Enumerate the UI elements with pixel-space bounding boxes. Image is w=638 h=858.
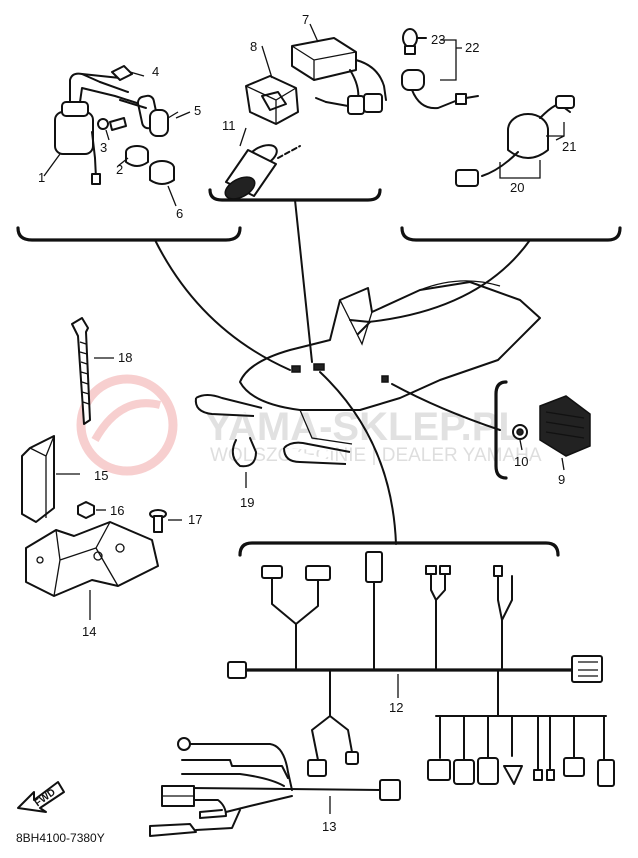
ignition-coil-group [43,65,179,207]
callout-1: 1 [38,170,45,185]
callout-14: 14 [82,624,96,639]
leader-curve-bottom [319,371,397,545]
callout-4: 4 [152,64,159,79]
callout-17: 17 [188,512,202,527]
callout-19: 19 [240,495,254,510]
leader-curve-middle [294,199,313,363]
callout-18: 18 [118,350,132,365]
harness-bracket [238,541,560,557]
regulator-bracket [494,380,508,480]
callout-3: 3 [100,140,107,155]
leader-curve-regulator [391,383,501,431]
callout-10: 10 [514,454,528,469]
cover-15 [21,435,80,523]
snowmobile-outline [194,280,541,465]
diagram-code: 8BH4100-7380Y [16,831,105,845]
group-bracket-right [400,226,622,242]
watermark-subline: WOLSZCZECINIE | DEALER YAMAHA [210,445,542,466]
callout-7: 7 [302,12,309,27]
callout-6: 6 [176,206,183,221]
mount-bracket [25,521,159,620]
callout-20: 20 [510,180,524,195]
regulator-group [512,395,591,471]
callout-2: 2 [116,162,123,177]
callout-21: 21 [562,139,576,154]
callout-15: 15 [94,468,108,483]
cable-tie [71,317,114,425]
callout-22: 22 [465,40,479,55]
callout-5: 5 [194,103,201,118]
cdi-group [224,23,387,200]
callout-8: 8 [250,39,257,54]
sub-harness [149,737,401,837]
leader-curve-right [367,239,531,323]
leader-5 [175,111,191,119]
wire-clamp [231,437,257,488]
main-switch-group [401,28,575,187]
callout-13: 13 [322,819,336,834]
callout-11: 11 [222,118,236,133]
callout-9: 9 [558,472,565,487]
callout-16: 16 [110,503,124,518]
nut-bolt [77,501,182,533]
callout-23: 23 [431,32,445,47]
group-bracket-left [16,226,242,242]
leader-curve-left [154,239,291,371]
callout-12: 12 [389,700,403,715]
forward-arrow-icon: FWD [17,781,65,813]
main-harness [227,551,615,787]
